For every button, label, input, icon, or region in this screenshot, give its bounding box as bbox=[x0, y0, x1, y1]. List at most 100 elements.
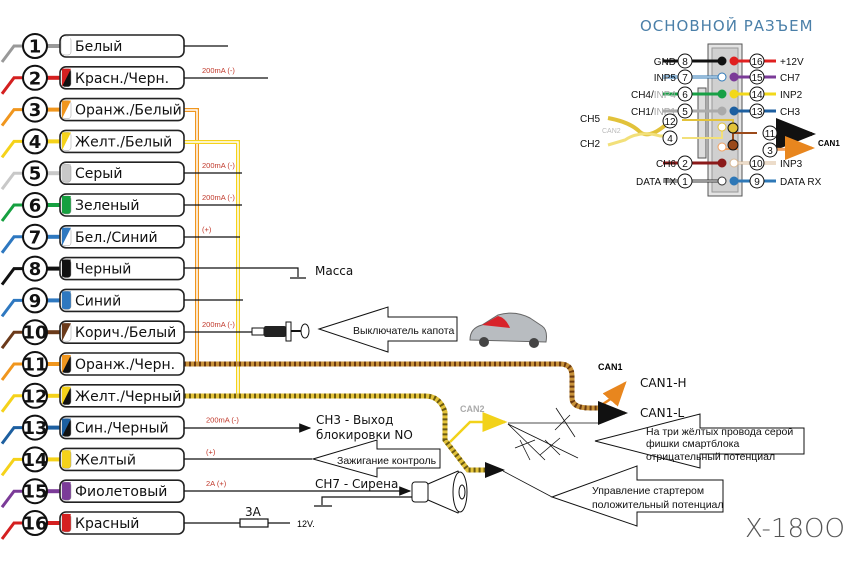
wire-lead bbox=[0, 298, 23, 318]
wire-color-stripe bbox=[62, 68, 71, 87]
can1-h-label: CAN1-H bbox=[640, 376, 687, 390]
svg-text:5: 5 bbox=[682, 107, 688, 118]
can2-label: CAN2 bbox=[460, 404, 485, 414]
wire-number: 7 bbox=[29, 227, 42, 248]
wire-color-stripe bbox=[62, 227, 71, 246]
svg-text:11: 11 bbox=[765, 129, 776, 140]
wire-number-circle bbox=[22, 414, 48, 441]
hood-switch-arrow bbox=[317, 306, 458, 353]
svg-text:CH6: CH6 bbox=[656, 159, 676, 170]
wire-number: 3 bbox=[29, 100, 42, 121]
main-connector: ОСНОВНОЙ РАЗЪЕМ 8GND7INP56CH4/INP45CH1/I… bbox=[580, 16, 840, 197]
wire-color-stripe bbox=[62, 418, 71, 437]
ignition-label: Зажигание контроль bbox=[337, 455, 437, 467]
wire-color-label: Серый bbox=[75, 166, 122, 182]
wire-color-label: Красн./Черн. bbox=[75, 71, 169, 87]
svg-text:INP2: INP2 bbox=[780, 90, 803, 101]
wire-rating: 200mA (-) bbox=[202, 66, 235, 75]
ch3-label-line-2: блокировки NO bbox=[316, 428, 413, 442]
pin-16: 16+12V bbox=[729, 53, 804, 69]
wire-rating: 2A (+) bbox=[206, 479, 227, 488]
wire-color-label: Желт./Белый bbox=[75, 134, 172, 150]
wire-number: 11 bbox=[22, 355, 47, 376]
svg-text:16: 16 bbox=[751, 57, 763, 68]
svg-text:9: 9 bbox=[754, 177, 760, 188]
svg-text:12: 12 bbox=[664, 117, 676, 128]
wire-color-stripe bbox=[62, 259, 71, 278]
ground-label: Масса bbox=[315, 264, 353, 278]
wire-color-stripe bbox=[62, 196, 71, 214]
wire-lead bbox=[0, 171, 23, 191]
wire-color-stripe bbox=[62, 450, 71, 469]
svg-text:2: 2 bbox=[682, 159, 688, 170]
svg-text:INP3: INP3 bbox=[780, 159, 803, 170]
wire-color-stripe bbox=[62, 37, 71, 55]
wire-number-circle bbox=[22, 319, 48, 346]
wire-number: 15 bbox=[22, 482, 47, 503]
terminations bbox=[184, 45, 418, 528]
wire-lead bbox=[0, 235, 23, 254]
wire-color-label: Желт./Черный bbox=[75, 389, 181, 405]
svg-text:3: 3 bbox=[767, 146, 773, 157]
wire-color-stripe bbox=[62, 482, 71, 501]
pin-11: 11 bbox=[762, 125, 778, 141]
model-label: X-18OO bbox=[745, 514, 845, 544]
wire-number-circle bbox=[22, 64, 48, 91]
ch5-label: CH5 bbox=[580, 114, 600, 125]
connector-can1-label: CAN1 bbox=[818, 139, 840, 148]
wire-color-label: Фиолетовый bbox=[75, 484, 167, 500]
wire-rating: 200mA (-) bbox=[202, 161, 235, 170]
svg-text:CH7: CH7 bbox=[780, 73, 800, 84]
wire-lead bbox=[0, 362, 23, 381]
wire-number-circle bbox=[22, 160, 48, 187]
svg-text:4: 4 bbox=[667, 134, 673, 145]
svg-text:13: 13 bbox=[751, 107, 763, 118]
wire-number-circle bbox=[22, 255, 48, 282]
can1-l-label: CAN1-L bbox=[640, 406, 685, 420]
svg-text:10: 10 bbox=[751, 159, 763, 170]
siren-icon bbox=[411, 470, 468, 514]
starter-note-line-1: Управление стартером bbox=[592, 485, 704, 497]
wire-rating: 200mA (-) bbox=[206, 416, 239, 425]
wire-color-label: Зеленый bbox=[75, 198, 139, 214]
wire-lead bbox=[0, 426, 23, 445]
siren-label: CH7 - Сирена bbox=[315, 477, 398, 491]
wire-lead bbox=[0, 44, 23, 63]
wire-row-2: 2 Красн./Черн. 200mA (-) bbox=[0, 64, 235, 95]
wire-number-circle bbox=[22, 382, 48, 409]
wire-number-circle bbox=[22, 351, 48, 377]
wire-lead bbox=[0, 489, 23, 509]
wire-color-stripe bbox=[62, 355, 71, 373]
wire-color-stripe bbox=[62, 100, 71, 119]
bus-lines bbox=[184, 108, 240, 396]
wire-color-label: Белый bbox=[75, 39, 122, 55]
wire-color-stripe bbox=[62, 323, 71, 342]
yellow-note-line-2: фишки смартблока bbox=[646, 438, 739, 450]
wire-color-stripe bbox=[62, 386, 71, 405]
wire-number-circle bbox=[22, 223, 48, 250]
wire-rating: 200mA (-) bbox=[202, 320, 235, 329]
wire-lead bbox=[0, 267, 23, 286]
wire-color-stripe bbox=[62, 132, 71, 151]
yellow-wires-note-arrow bbox=[594, 413, 805, 469]
pin-2: 2 CH6 bbox=[656, 155, 727, 171]
wire-number-circle bbox=[22, 446, 48, 473]
wire-color-stripe bbox=[62, 291, 71, 310]
svg-text:DATA TX: DATA TX bbox=[636, 177, 676, 188]
svg-text:6: 6 bbox=[682, 90, 688, 101]
wire-rating: 200mA (-) bbox=[202, 193, 235, 202]
wire-number: 2 bbox=[29, 68, 42, 89]
can1-label: CAN1 bbox=[598, 362, 623, 372]
pin-12: 12 bbox=[662, 113, 678, 129]
